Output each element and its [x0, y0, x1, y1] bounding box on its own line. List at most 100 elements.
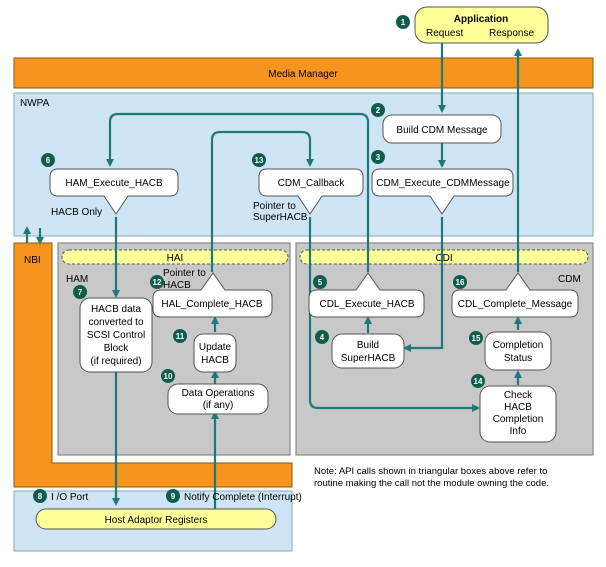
media-manager-bar [13, 57, 594, 89]
badge-2: 2 [371, 103, 385, 117]
completion-status-box [484, 331, 552, 371]
build-cdm-box [382, 114, 502, 144]
badge-16: 16 [453, 275, 467, 289]
hal-complete-box [152, 272, 273, 318]
badge-5: 5 [313, 275, 327, 289]
completion-status-l0: Completion [493, 340, 544, 351]
hacb-converted-l1: converted to [88, 317, 143, 328]
ham-label: HAM [66, 274, 88, 285]
application-box [414, 6, 549, 44]
hacb-converted-l2: SCSI Control [87, 330, 145, 341]
badge-4: 4 [315, 330, 329, 344]
cdl-execute-box [308, 272, 425, 318]
badge-9: 9 [166, 489, 180, 503]
build-super-box [331, 333, 405, 369]
cdi-bar [299, 249, 589, 265]
hai-label: HAI [167, 253, 184, 264]
nwpa-label: NWPA [20, 98, 50, 109]
pointer-super-l0: Pointer to [253, 201, 296, 212]
ham-execute-label: HAM_Execute_HACB [65, 178, 163, 189]
hacb-converted-box [79, 297, 153, 373]
update-hacb-l0: Update [199, 342, 232, 353]
data-ops-box [167, 383, 269, 415]
note-l1: routine making the call not the module o… [314, 478, 549, 489]
update-hacb-l1: HACB [201, 355, 229, 366]
host-adaptor-label: Host Adaptor Registers [105, 515, 208, 526]
data-ops-l0: Data Operations [182, 388, 255, 399]
pointer-hacb-l1: HACB [163, 280, 191, 291]
cdi-label: CDI [435, 253, 452, 264]
svg-text:14: 14 [474, 377, 483, 386]
badge-8: 8 [33, 489, 47, 503]
badge-14: 14 [471, 374, 485, 388]
hacb-converted-l3: Block [104, 343, 129, 354]
badge-11: 11 [173, 329, 187, 343]
cdm-label: CDM [558, 274, 581, 285]
svg-text:3: 3 [376, 153, 381, 162]
arrow-hal-to-callback [210, 130, 314, 272]
completion-status-l1: Status [504, 353, 532, 364]
pointer-super-l1: SuperHACB [253, 212, 308, 223]
badge-3: 3 [371, 150, 385, 164]
check-hacb-l0: Check [504, 390, 533, 401]
note-l0: Note: API calls shown in triangular boxe… [314, 466, 547, 477]
svg-text:15: 15 [472, 334, 481, 343]
svg-text:1: 1 [401, 18, 406, 27]
nbi-label: NBI [24, 255, 41, 266]
arrow-callback-to-check [308, 217, 480, 412]
notify-label: Notify Complete (Interrupt) [184, 492, 302, 503]
build-super-l0: Build [357, 340, 379, 351]
application-title: Application [454, 14, 508, 25]
svg-text:7: 7 [78, 288, 83, 297]
svg-text:9: 9 [171, 492, 176, 501]
build-cdm-label: Build CDM Message [396, 125, 488, 136]
badge-1: 1 [396, 15, 410, 29]
check-hacb-box [479, 385, 557, 443]
media-manager-label: Media Manager [268, 69, 338, 80]
hacb-converted-l0: HACB data [91, 304, 141, 315]
ham-execute-box [49, 168, 179, 215]
cdm-execute-label: CDM_Execute_CDMMessage [376, 178, 510, 189]
arrow-cdl-to-ham [106, 112, 370, 272]
nbi-region [13, 242, 293, 488]
badge-12: 12 [150, 275, 164, 289]
badge-7: 7 [73, 285, 87, 299]
host-adaptor-box [35, 508, 277, 530]
hai-bar [61, 249, 289, 265]
update-hacb-box [193, 333, 237, 373]
svg-text:8: 8 [38, 492, 43, 501]
badge-10: 10 [161, 369, 175, 383]
svg-text:6: 6 [46, 156, 51, 165]
svg-text:2: 2 [376, 106, 381, 115]
data-ops-l1: (if any) [203, 400, 234, 411]
check-hacb-l2: Completion [493, 414, 544, 425]
cdm-callback-label: CDM_Callback [278, 178, 346, 189]
badge-15: 15 [469, 331, 483, 345]
hacb-converted-l4: (if required) [90, 356, 141, 367]
build-super-l1: SuperHACB [341, 353, 396, 364]
svg-text:10: 10 [164, 372, 173, 381]
badge-13: 13 [252, 153, 266, 167]
svg-text:12: 12 [153, 278, 162, 287]
application-request: Request [426, 28, 463, 39]
cdm-execute-box [371, 168, 514, 215]
cdl-complete-label: CDL_Complete_Message [458, 299, 573, 310]
hal-complete-label: HAL_Complete_HACB [161, 299, 262, 310]
check-hacb-l1: HACB [504, 402, 532, 413]
pointer-hacb-l0: Pointer to [163, 268, 206, 279]
svg-text:5: 5 [318, 278, 323, 287]
svg-text:16: 16 [456, 278, 465, 287]
cdl-execute-label: CDL_Execute_HACB [319, 299, 414, 310]
arrow-exec-to-super [403, 217, 444, 352]
cdl-complete-box [451, 272, 579, 318]
svg-text:11: 11 [176, 332, 185, 341]
io-port-label: I /O Port [51, 492, 88, 503]
hacb-only-label: HACB Only [51, 207, 102, 218]
check-hacb-l3: Info [510, 426, 527, 437]
application-response: Response [489, 28, 534, 39]
svg-text:4: 4 [320, 333, 325, 342]
svg-text:13: 13 [255, 156, 264, 165]
cdm-callback-box [258, 168, 364, 215]
badge-6: 6 [41, 153, 55, 167]
